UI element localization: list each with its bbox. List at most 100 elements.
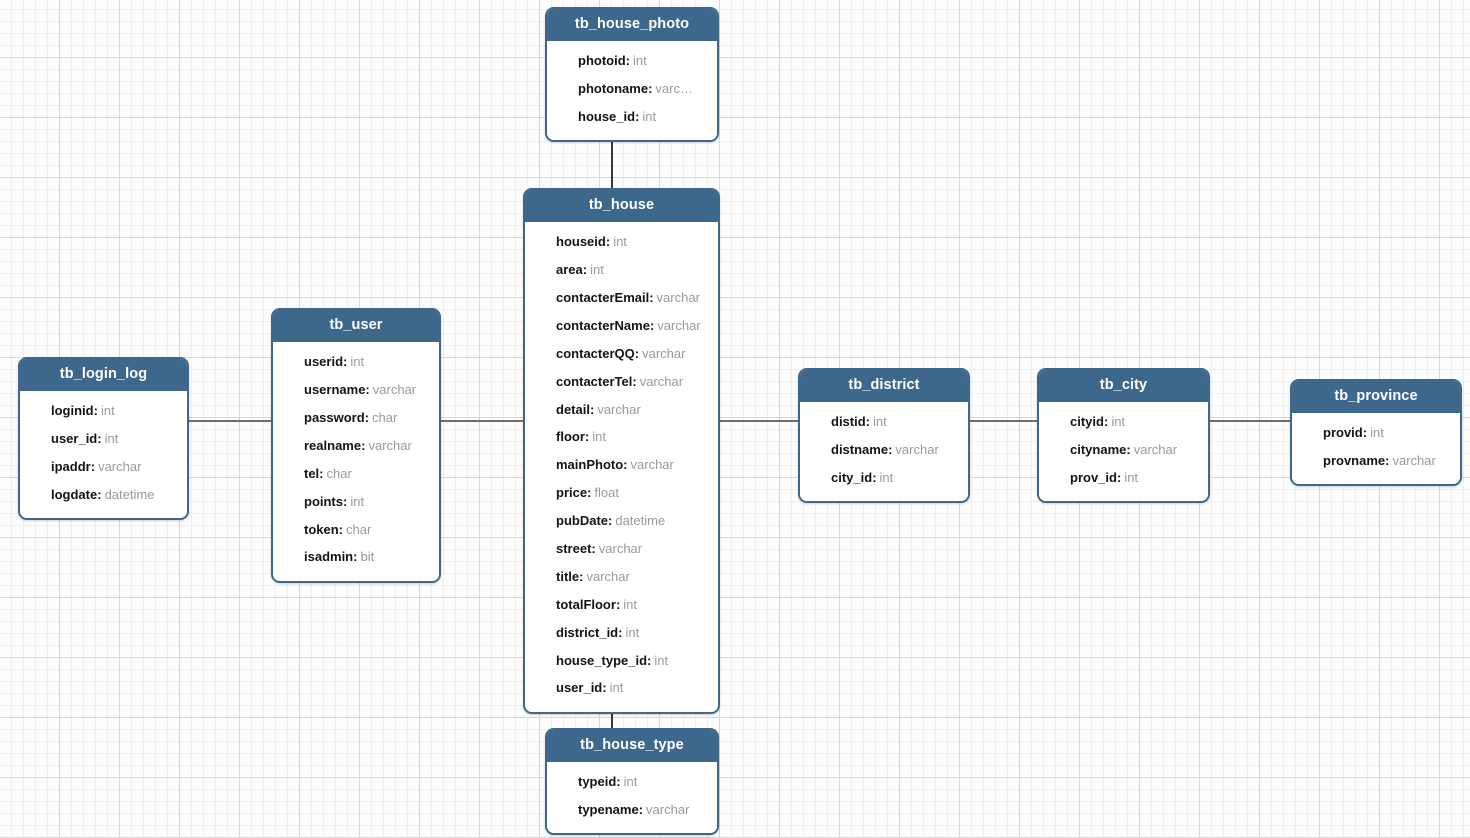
field-row[interactable]: price:float [525, 480, 718, 508]
field-separator: : [364, 409, 370, 425]
field-name: price [556, 485, 588, 501]
field-separator: : [587, 485, 592, 501]
field-separator: : [343, 493, 348, 509]
field-row[interactable]: typename:varchar [547, 797, 717, 825]
field-separator: : [584, 429, 590, 445]
field-row[interactable]: house_type_id:int [525, 647, 718, 675]
field-row[interactable]: distname:varchar [800, 437, 968, 465]
field-row[interactable]: area:int [525, 257, 718, 285]
table-title-tb_house[interactable]: tb_house [525, 190, 718, 222]
field-separator: : [625, 53, 630, 69]
relationship-line-tb_user-to-tb_house[interactable] [440, 420, 525, 422]
field-row[interactable]: provname:varchar [1292, 448, 1460, 476]
field-name: photoid [578, 53, 626, 69]
field-row[interactable]: cityname:varchar [1039, 437, 1208, 465]
field-row[interactable]: points:int [273, 488, 439, 516]
field-row[interactable]: title:varchar [525, 563, 718, 591]
field-separator: : [605, 234, 611, 250]
field-row[interactable]: photoid:int [547, 48, 717, 76]
field-row[interactable]: cityid:int [1039, 409, 1208, 437]
relationship-line-tb_house_photo-to-tb_house[interactable] [611, 130, 613, 190]
field-separator: : [888, 442, 893, 458]
table-title-tb_user[interactable]: tb_user [273, 310, 439, 342]
field-separator: : [602, 680, 607, 696]
field-row[interactable]: contacterName:varchar [525, 312, 718, 340]
field-row[interactable]: username:varchar [273, 377, 439, 405]
field-type: varchar [642, 345, 686, 361]
field-separator: : [608, 513, 613, 529]
table-title-tb_district[interactable]: tb_district [800, 370, 968, 402]
field-row[interactable]: loginid:int [20, 398, 187, 426]
field-row[interactable]: tel:char [273, 460, 439, 488]
field-name: ipaddr [51, 458, 91, 474]
field-name: typeid [578, 774, 617, 790]
field-row[interactable]: house_id:int [547, 103, 717, 131]
relationship-line-tb_district-to-tb_city[interactable] [968, 420, 1039, 422]
field-separator: : [647, 652, 652, 668]
field-row[interactable]: realname:varchar [273, 432, 439, 460]
field-separator: : [353, 549, 358, 565]
field-name: district_id [556, 624, 619, 640]
field-name: contacterTel [556, 373, 633, 389]
field-row[interactable]: district_id:int [525, 619, 718, 647]
relationship-line-tb_city-to-tb_province[interactable] [1208, 420, 1292, 422]
table-title-tb_login_log[interactable]: tb_login_log [20, 359, 187, 391]
field-row[interactable]: contacterEmail:varchar [525, 284, 718, 312]
field-row[interactable]: token:char [273, 516, 439, 544]
field-type: varchar [630, 457, 674, 473]
field-row[interactable]: userid:int [273, 349, 439, 377]
field-row[interactable]: isadmin:bit [273, 544, 439, 572]
field-row[interactable]: mainPhoto:varchar [525, 452, 718, 480]
table-title-tb_house_photo[interactable]: tb_house_photo [547, 9, 717, 41]
field-row[interactable]: user_id:int [525, 675, 718, 703]
field-row[interactable]: distid:int [800, 409, 968, 437]
relationship-line-tb_house-to-tb_district[interactable] [719, 420, 800, 422]
field-row[interactable]: houseid:int [525, 229, 718, 257]
field-type: int [350, 354, 365, 370]
field-row[interactable]: prov_id:int [1039, 464, 1208, 492]
field-type: varchar [598, 540, 643, 556]
field-row[interactable]: city_id:int [800, 464, 968, 492]
field-name: contacterEmail [556, 289, 650, 305]
field-row[interactable]: typeid:int [547, 769, 717, 797]
field-type: int [879, 469, 894, 485]
field-separator: : [361, 437, 366, 453]
field-name: photoname [578, 81, 649, 97]
field-row[interactable]: contacterQQ:varchar [525, 340, 718, 368]
table-title-tb_province[interactable]: tb_province [1292, 381, 1460, 413]
field-type: float [594, 485, 619, 501]
field-separator: : [635, 108, 640, 124]
field-row[interactable]: totalFloor:int [525, 591, 718, 619]
field-row[interactable]: provid:int [1292, 420, 1460, 448]
field-row[interactable]: user_id:int [20, 426, 187, 454]
field-type: datetime [615, 513, 666, 529]
field-row[interactable]: password:char [273, 404, 439, 432]
field-type: varc… [655, 81, 693, 97]
field-row[interactable]: ipaddr:varchar [20, 453, 187, 481]
field-type: int [625, 624, 640, 640]
field-row[interactable]: pubDate:datetime [525, 508, 718, 536]
field-row[interactable]: street:varchar [525, 535, 718, 563]
table-title-tb_house_type[interactable]: tb_house_type [547, 730, 717, 762]
relationship-line-tb_login_log-to-tb_user[interactable] [188, 420, 273, 422]
table-title-tb_city[interactable]: tb_city [1039, 370, 1208, 402]
field-name: mainPhoto [556, 457, 624, 473]
field-row[interactable]: contacterTel:varchar [525, 368, 718, 396]
field-row[interactable]: floor:int [525, 424, 718, 452]
field-row[interactable]: photoname:varc… [547, 76, 717, 104]
field-row[interactable]: logdate:datetime [20, 481, 187, 509]
field-type: int [623, 774, 638, 790]
field-row[interactable]: detail:varchar [525, 396, 718, 424]
